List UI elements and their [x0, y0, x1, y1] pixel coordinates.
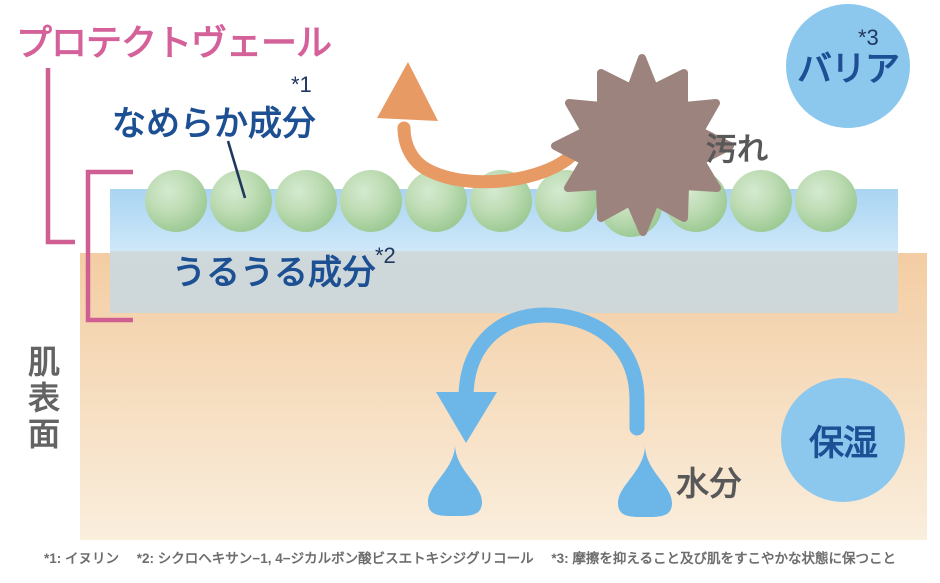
dirt-label: 汚れ — [706, 132, 768, 167]
smooth-ingredient-sphere — [795, 170, 857, 232]
moisturizing-ingredient-label: うるうる成分 — [172, 254, 376, 292]
smooth-ingredient-sphere — [730, 170, 792, 232]
barrier-badge-label: バリア — [796, 49, 900, 89]
footnote-row: *1: イヌリン *2: シクロヘキサン−1, 4−ジカルボン酸ビスエトキシジグ… — [0, 547, 940, 567]
skin-surface-label: 肌表面 — [24, 345, 60, 453]
barrier-badge: バリア *3 — [786, 4, 910, 128]
footnote-1: *1: イヌリン — [44, 551, 120, 566]
moisturizing-layer — [110, 250, 898, 313]
smooth-ingredient-label: なめらか成分 — [112, 105, 316, 143]
smooth-ingredient-sphere — [665, 170, 727, 232]
smooth-ingredient-sphere — [470, 170, 532, 232]
smooth-ingredient-sphere — [600, 175, 662, 237]
moisturizing-ingredient-footnote-ref: *2 — [375, 243, 396, 268]
moisture-badge-label: 保湿 — [808, 423, 878, 463]
smooth-ingredient-sphere — [210, 170, 272, 232]
footnote-3: *3: 摩擦を抑えること及び肌をすこやかな状態に保つこと — [551, 551, 896, 566]
smooth-ingredient-sphere — [275, 170, 337, 232]
dirt-repel-arrow — [377, 62, 579, 189]
footnote-2: *2: シクロヘキサン−1, 4−ジカルボン酸ビスエトキシジグリコール — [136, 551, 534, 566]
smooth-ingredient-sphere — [405, 170, 467, 232]
page-title: プロテクトヴェール — [16, 22, 332, 63]
moisture-badge: 保湿 — [781, 378, 905, 502]
smooth-ingredient-sphere — [340, 170, 402, 232]
smooth-ingredient-sphere — [145, 170, 207, 232]
smooth-ingredient-sphere — [535, 170, 597, 232]
smooth-ingredient-footnote-ref: *1 — [291, 72, 312, 97]
water-label: 水分 — [676, 465, 742, 502]
barrier-badge-footnote-ref: *3 — [858, 25, 879, 50]
